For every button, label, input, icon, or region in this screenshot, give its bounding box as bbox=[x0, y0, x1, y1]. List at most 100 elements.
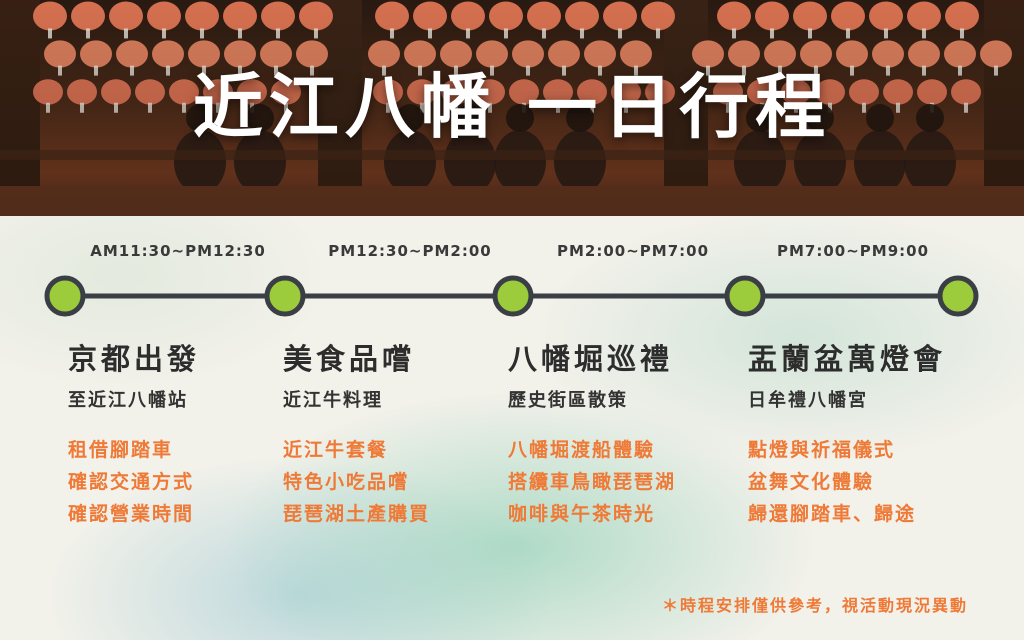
hero-banner: 近江八幡 一日行程 bbox=[0, 0, 1024, 216]
lantern-tag bbox=[202, 65, 206, 76]
lantern-tag bbox=[726, 102, 730, 113]
disclaimer-note: ＊時程安排僅供參考，視活動現況異動 bbox=[661, 596, 968, 615]
lantern-tag bbox=[850, 65, 854, 76]
list-item: 租借腳踏車 bbox=[68, 438, 174, 461]
lantern-tag bbox=[886, 65, 890, 76]
lantern bbox=[800, 40, 832, 68]
lantern bbox=[641, 1, 675, 31]
lantern-tag bbox=[284, 102, 288, 113]
visitor-silhouette bbox=[554, 130, 606, 194]
lantern bbox=[368, 40, 400, 68]
lantern-tag bbox=[590, 102, 594, 113]
lantern bbox=[44, 40, 76, 68]
lantern-tag bbox=[634, 65, 638, 76]
lantern bbox=[440, 40, 472, 68]
lantern bbox=[169, 79, 199, 105]
lantern-tag bbox=[562, 65, 566, 76]
lantern-tag bbox=[274, 65, 278, 76]
lantern-tag bbox=[200, 28, 204, 39]
lantern-tag bbox=[94, 65, 98, 76]
lantern-tag bbox=[778, 65, 782, 76]
lantern bbox=[883, 79, 913, 105]
lantern-tag bbox=[862, 102, 866, 113]
lantern bbox=[527, 1, 561, 31]
lantern bbox=[489, 1, 523, 31]
lantern bbox=[917, 79, 947, 105]
lantern bbox=[476, 40, 508, 68]
schedule-column-1: 京都出發 至近江八幡站 租借腳踏車 確認交通方式 確認營業時間 bbox=[68, 343, 200, 530]
column-subtitle: 日牟禮八幡宮 bbox=[748, 389, 868, 411]
lantern-tag bbox=[556, 102, 560, 113]
lantern bbox=[577, 79, 607, 105]
lantern-tag bbox=[310, 65, 314, 76]
lantern bbox=[152, 40, 184, 68]
lantern bbox=[224, 40, 256, 68]
timeline-node-4 bbox=[724, 275, 766, 317]
lantern-tag bbox=[148, 102, 152, 113]
lantern-tag bbox=[742, 65, 746, 76]
lantern bbox=[116, 40, 148, 68]
lantern bbox=[764, 40, 796, 68]
lantern bbox=[101, 79, 131, 105]
visitor-head bbox=[806, 104, 834, 132]
lantern-tag bbox=[238, 65, 242, 76]
lantern bbox=[185, 1, 219, 31]
lantern bbox=[475, 79, 505, 105]
lantern bbox=[80, 40, 112, 68]
lantern bbox=[713, 79, 743, 105]
lantern bbox=[33, 1, 67, 31]
column-title: 八幡堀巡禮 bbox=[508, 342, 674, 376]
timeline-track bbox=[44, 275, 979, 317]
timeline-section: AM11:30~PM12:30 PM12:30~PM2:00 PM2:00~PM… bbox=[0, 216, 1024, 640]
visitor-silhouette bbox=[854, 130, 906, 194]
visitor-silhouette bbox=[234, 130, 286, 194]
lantern-tag bbox=[580, 28, 584, 39]
lantern bbox=[237, 79, 267, 105]
lantern-tag bbox=[48, 28, 52, 39]
lantern-tag bbox=[58, 65, 62, 76]
list-item: 確認交通方式 bbox=[68, 470, 195, 493]
time-label-4: PM7:00~PM9:00 bbox=[776, 242, 930, 260]
page-title: 近江八幡 一日行程 bbox=[192, 66, 832, 148]
lantern-tag bbox=[808, 28, 812, 39]
lantern-tag bbox=[922, 28, 926, 39]
lantern bbox=[548, 40, 580, 68]
lantern-tag bbox=[428, 28, 432, 39]
activity-list: 點燈與祈福儀式 盆舞文化體驗 歸還腳踏車、歸途 bbox=[748, 434, 946, 530]
lantern-tag bbox=[420, 102, 424, 113]
visitor-silhouette bbox=[174, 130, 226, 194]
lantern bbox=[203, 79, 233, 105]
list-item: 八幡堀渡船體驗 bbox=[508, 438, 656, 461]
list-item: 確認營業時間 bbox=[68, 502, 195, 525]
lantern-tag bbox=[964, 102, 968, 113]
visitor-head bbox=[506, 104, 534, 132]
lantern-tag bbox=[814, 65, 818, 76]
lantern bbox=[793, 1, 827, 31]
column-subtitle: 歷史街區散策 bbox=[508, 389, 628, 411]
list-item: 盆舞文化體驗 bbox=[748, 470, 875, 493]
lantern-tag bbox=[732, 28, 736, 39]
lantern bbox=[375, 1, 409, 31]
lantern-tag bbox=[770, 28, 774, 39]
lantern bbox=[413, 1, 447, 31]
lantern-tag bbox=[656, 28, 660, 39]
lantern bbox=[441, 79, 471, 105]
list-item: 歸還腳踏車、歸途 bbox=[748, 502, 917, 525]
lantern bbox=[260, 40, 292, 68]
lantern bbox=[188, 40, 220, 68]
lantern bbox=[451, 1, 485, 31]
lantern-tag bbox=[166, 65, 170, 76]
schedule-column-3: 八幡堀巡禮 歷史街區散策 八幡堀渡船體驗 搭纜車鳥瞰琵琶湖 咖啡與午茶時光 bbox=[508, 342, 677, 530]
lantern bbox=[951, 79, 981, 105]
lantern bbox=[945, 1, 979, 31]
list-item: 特色小吃品嚐 bbox=[283, 470, 410, 493]
lantern-tag bbox=[828, 102, 832, 113]
column-title: 美食品嚐 bbox=[283, 342, 416, 376]
lantern-tag bbox=[542, 28, 546, 39]
lantern-tag bbox=[386, 102, 390, 113]
visitor-silhouette bbox=[494, 130, 546, 194]
list-item: 搭纜車鳥瞰琵琶湖 bbox=[508, 470, 677, 493]
lantern-tag bbox=[418, 65, 422, 76]
lantern bbox=[944, 40, 976, 68]
lantern bbox=[109, 1, 143, 31]
